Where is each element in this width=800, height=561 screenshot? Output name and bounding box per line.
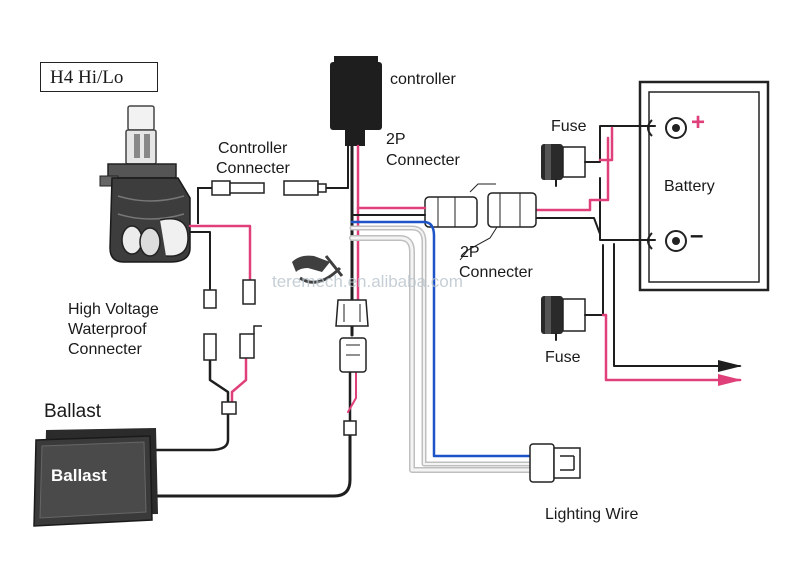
page-title: H4 Hi/Lo	[40, 62, 158, 92]
twop-connector	[424, 183, 537, 228]
controller-connecter-label-line1: Controller	[218, 140, 288, 157]
h4-bulb	[99, 105, 191, 263]
twop-leader-bottom	[459, 226, 498, 261]
ballast-box	[33, 428, 158, 527]
hv-wires	[153, 224, 252, 452]
hv-label-line3: Connecter	[68, 341, 142, 358]
hv-label-line1: High Voltage	[68, 301, 159, 318]
battery	[638, 80, 770, 292]
fuse-top-label: Fuse	[551, 118, 587, 135]
controller-connecter-label-line2: Connecter	[216, 160, 290, 177]
ballast-label: Ballast	[44, 401, 102, 422]
lighting-wire-plug	[529, 443, 581, 483]
battery-plus-sign: +	[691, 109, 706, 136]
lighting-wire-label: Lighting Wire	[545, 506, 639, 523]
battery-minus-sign: –	[690, 222, 704, 249]
twop-bottom-label-line2: Connecter	[459, 264, 533, 281]
controller-connecter	[197, 180, 327, 224]
output-arrow-black	[718, 360, 742, 372]
twop-bottom-label-line1: 2P	[460, 244, 480, 261]
battery-wires	[534, 125, 742, 382]
fuse-bottom	[541, 296, 586, 334]
watermark-text: teremech.en.alibaba.com	[272, 272, 463, 291]
watermark-logo	[292, 255, 344, 284]
ballast-box-text: Ballast	[51, 466, 107, 485]
hv-connectors	[203, 279, 262, 415]
middle-connector	[335, 299, 369, 436]
fuse-top	[541, 144, 586, 180]
hv-label-line2: Waterproof	[68, 321, 147, 338]
fuse-bottom-label: Fuse	[545, 349, 581, 366]
controller-label: controller	[390, 71, 456, 88]
twop-top-label-line2: Connecter	[386, 152, 460, 169]
controller-box	[330, 56, 382, 146]
battery-label: Battery	[664, 178, 715, 195]
output-arrow-pink	[718, 374, 742, 386]
twop-top-label-line1: 2P	[386, 131, 406, 148]
